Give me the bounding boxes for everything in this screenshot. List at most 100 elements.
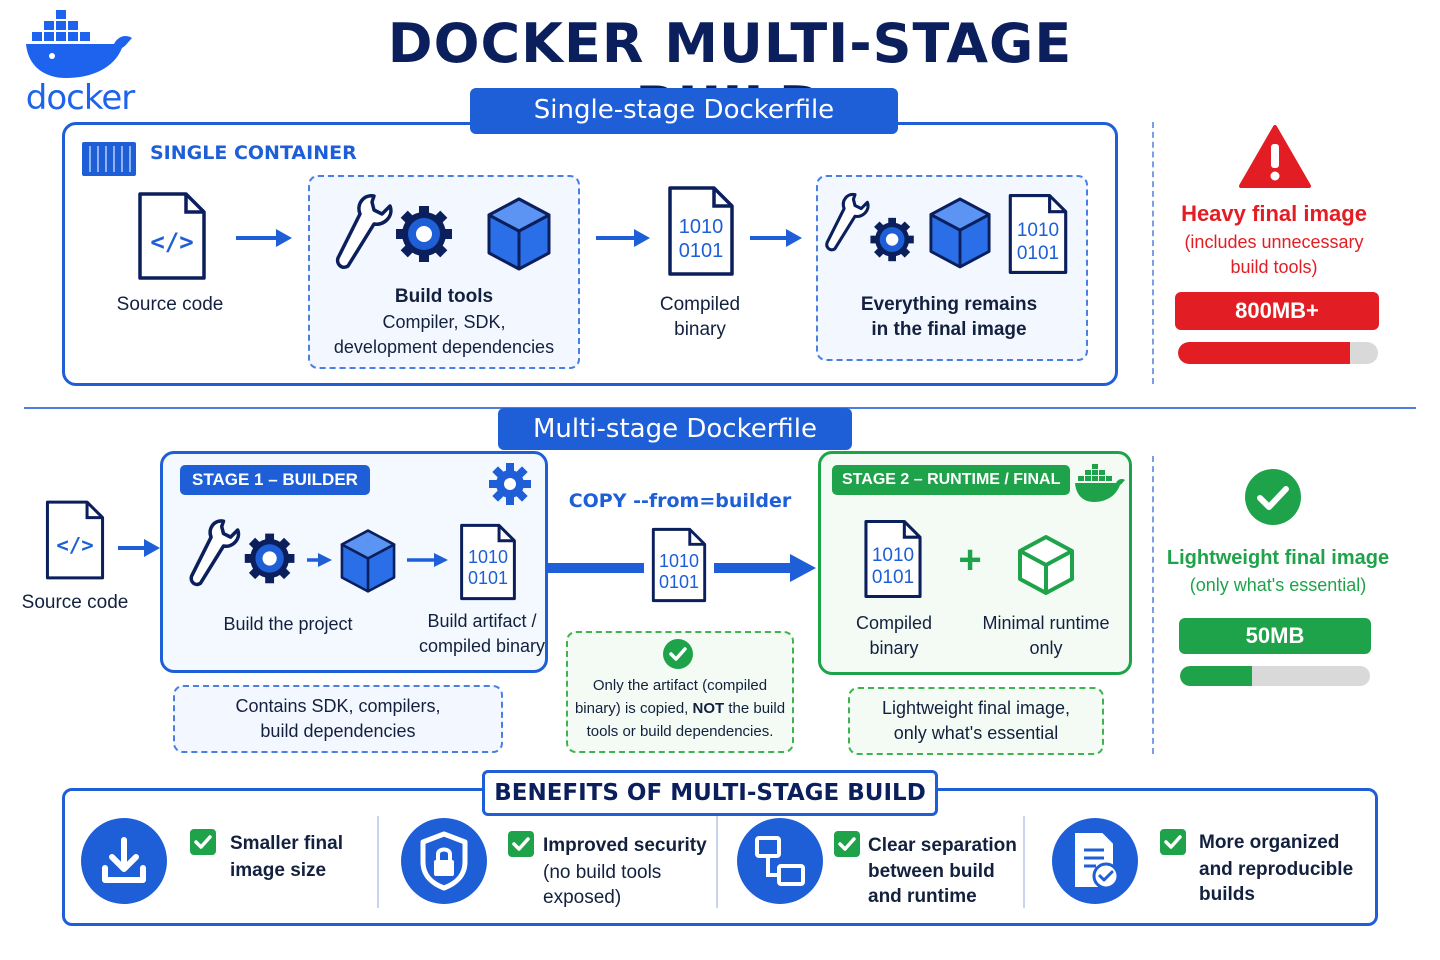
build-tools-line1: Compiler, SDK,: [382, 312, 506, 332]
binary-file-icon: 1010 0101: [650, 526, 708, 604]
heavy-image-sub1: (includes unnecessary: [1184, 232, 1364, 252]
shield-lock-icon: [401, 818, 487, 904]
check-icon: [508, 831, 534, 857]
benefits-title: BENEFITS OF MULTI-STAGE BUILD: [482, 770, 938, 816]
benefit4-line3: builds: [1199, 884, 1255, 905]
stage1-note-line2: build dependencies: [260, 721, 416, 741]
benefit3-line3: and runtime: [868, 886, 977, 907]
docker-whale-icon: [1074, 462, 1126, 511]
binary-file-icon: 1010 0101: [666, 184, 736, 278]
vertical-divider: [1152, 122, 1154, 384]
source-code-label: Source code: [116, 294, 224, 315]
compiled-line1: Compiled: [659, 294, 741, 315]
benefit2-line2: (no build tools: [543, 862, 662, 883]
download-icon: [81, 818, 167, 904]
compiled-line2: binary: [674, 319, 726, 340]
warning-icon: [1238, 124, 1312, 195]
benefit3-line1: Clear separation: [868, 835, 1017, 856]
docker-whale-icon: [26, 10, 132, 78]
copy-arrow: [548, 550, 818, 591]
binary-bits-1: 1010: [1016, 220, 1060, 241]
separation-icon: [737, 818, 823, 904]
single-stage-pill: Single-stage Dockerfile: [470, 88, 898, 134]
copy-note-line3: tools or build dependencies.: [586, 723, 774, 740]
cube-icon: [928, 196, 992, 275]
benefit2-line1: Improved security: [543, 835, 707, 856]
runtime-line2: only: [1029, 638, 1063, 658]
container-icon: [80, 138, 138, 185]
stage2-note-box: [848, 687, 1104, 755]
heavy-image-sub2: build tools): [1230, 257, 1318, 277]
code-file-icon: </>: [136, 190, 208, 287]
benefit1-line2: image size: [230, 860, 327, 881]
logo-text: docker: [25, 78, 135, 118]
light-size-bar: [1180, 666, 1370, 686]
arrow-right-icon: [594, 226, 654, 250]
arrow-right-icon: [406, 550, 450, 570]
svg-text:</>: </>: [150, 228, 193, 256]
heavy-size-bar: [1178, 342, 1378, 364]
document-check-icon: [1052, 818, 1138, 904]
arrow-right-icon: [306, 550, 334, 570]
binary-file-icon: 1010 0101: [1006, 192, 1070, 276]
check-icon: [190, 829, 216, 855]
binary-bits-2: 0101: [871, 567, 915, 588]
binary-file-icon: 1010 0101: [458, 522, 518, 602]
multi-stage-pill: Multi-stage Dockerfile: [498, 408, 852, 450]
build-project-label: Build the project: [223, 614, 353, 634]
single-container-label: SINGLE CONTAINER: [150, 142, 357, 164]
wrench-gear-icon: [334, 188, 458, 281]
binary-bits-1: 1010: [658, 551, 700, 571]
light-image-sub: (only what's essential): [1189, 575, 1367, 595]
binary-bits-2: 0101: [658, 572, 700, 592]
runtime-line1: Minimal runtime: [982, 613, 1110, 633]
binary-bits-1: 1010: [678, 216, 724, 238]
stage1-tag: STAGE 1 – BUILDER: [180, 465, 370, 495]
heavy-size-bar-fill: [1178, 342, 1350, 364]
binary-bits-2: 0101: [1016, 243, 1060, 264]
heavy-size-badge: 800MB+: [1175, 292, 1379, 330]
artifact-line2: compiled binary: [418, 636, 546, 656]
binary-bits-1: 1010: [871, 545, 915, 566]
benefit3-line2: between build: [868, 861, 995, 882]
cube-icon: [338, 528, 398, 599]
benefit-separator: [716, 816, 718, 908]
docker-logo: docker: [22, 6, 138, 118]
cube-icon: [486, 196, 552, 277]
check-circle-icon: [662, 638, 694, 675]
stage1-note-box: [173, 685, 503, 753]
binary-file-icon: 1010 0101: [862, 518, 924, 600]
copy-from-builder-label: COPY --from=builder: [568, 490, 792, 512]
stage2-note-line2: only what's essential: [893, 723, 1059, 743]
wrench-gear-icon: [824, 188, 920, 279]
arrow-right-icon: [116, 536, 162, 560]
everything-remains-line2: in the final image: [871, 319, 1027, 340]
benefit2-line3: exposed): [543, 887, 622, 908]
compiled-line2: binary: [869, 638, 919, 658]
benefit4-line2: and reproducible: [1199, 859, 1354, 880]
stage2-tag: STAGE 2 – RUNTIME / FINAL: [832, 465, 1071, 495]
benefit4-line1: More organized: [1199, 832, 1340, 853]
stage1-note-line1: Contains SDK, compilers,: [235, 696, 441, 716]
artifact-line1: Build artifact /: [427, 611, 537, 631]
code-file-icon: </>: [44, 498, 106, 587]
build-tools-title: Build tools: [394, 286, 494, 307]
light-image-title: Lightweight final image: [1166, 547, 1390, 569]
stage2-note-line1: Lightweight final image,: [881, 698, 1071, 718]
benefit-separator: [377, 816, 379, 908]
build-tools-line2: development dependencies: [333, 337, 555, 357]
check-icon: [834, 831, 860, 857]
copy-note-line2: binary) is copied, NOT the build: [574, 700, 786, 717]
copy-note-line1: Only the artifact (compiled: [592, 677, 768, 694]
check-circle-icon: [1244, 468, 1302, 531]
benefit-separator: [1023, 816, 1025, 908]
compiled-line1: Compiled: [855, 613, 933, 633]
check-icon: [1160, 829, 1186, 855]
everything-remains-line1: Everything remains: [860, 294, 1038, 315]
arrow-right-icon: [234, 226, 294, 250]
gear-icon: [488, 462, 532, 511]
binary-bits-1: 1010: [467, 547, 509, 567]
light-size-bar-fill: [1180, 666, 1253, 686]
plus-icon: +: [958, 538, 982, 582]
runtime-cube-icon: [1016, 534, 1076, 601]
